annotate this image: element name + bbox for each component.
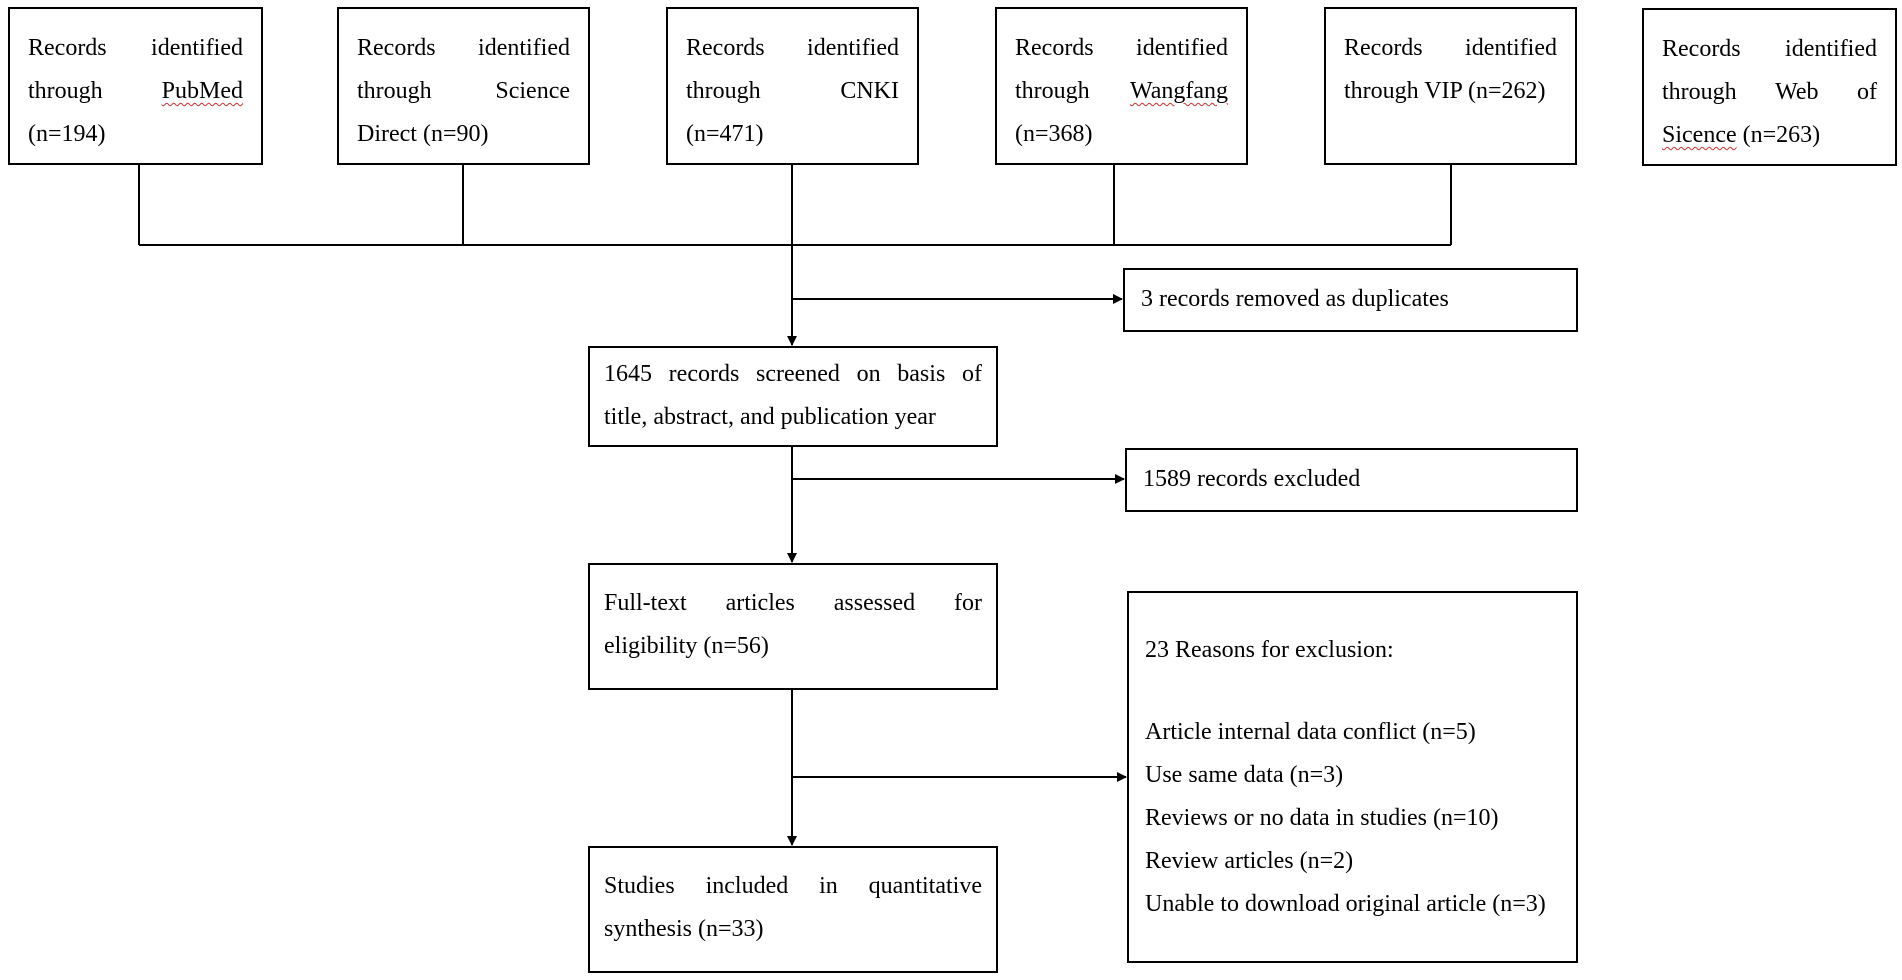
source-text: through [1015, 78, 1090, 104]
excluded-box: 1589 records excluded [1125, 448, 1578, 512]
fulltext-text: eligibility (n=56) [604, 633, 769, 659]
fulltext-box: Full-text articles assessed for eligibil… [588, 563, 998, 690]
screened-text: on [856, 361, 881, 387]
screened-text: basis [897, 361, 946, 387]
reason-item: Unable to download original article (n=3… [1145, 891, 1546, 917]
source-text: Records [1344, 35, 1423, 61]
source-text: identified [807, 35, 899, 61]
reason-item: Reviews or no data in studies (n=10) [1145, 805, 1499, 831]
screened-text: 1645 [604, 361, 652, 387]
fulltext-text: assessed [833, 590, 916, 616]
reason-item: Use same data (n=3) [1145, 762, 1344, 788]
source-text: Records [1015, 35, 1094, 61]
source-text: through [686, 78, 761, 104]
source-text: identified [1785, 36, 1877, 62]
screened-text: of [961, 361, 982, 387]
reason-item: Article internal data conflict (n=5) [1145, 719, 1476, 745]
source-text: Records [686, 35, 765, 61]
source-text: (n=368) [1015, 121, 1093, 147]
screened-text: title, abstract, and publication year [604, 404, 936, 430]
source-text: identified [151, 35, 243, 61]
included-text: synthesis (n=33) [604, 916, 764, 942]
included-text: Studies [604, 873, 675, 899]
source-text: through [1662, 79, 1737, 105]
source-text: through [28, 78, 103, 104]
source-text: Wangfang [1129, 78, 1228, 104]
screened-text: screened [755, 361, 840, 387]
source-text: through VIP (n=262) [1344, 78, 1546, 104]
reasons-box: 23 Reasons for exclusion: Article intern… [1127, 591, 1578, 963]
source-text: (n=194) [28, 121, 106, 147]
source-box-cnki: Records identified through CNKI (n=471) [666, 7, 919, 165]
screened-box: 1645 records screened on basis of title,… [588, 346, 998, 447]
source-text: (n=471) [686, 121, 764, 147]
source-box-pubmed: Records identified through PubMed (n=194) [8, 7, 263, 165]
source-text: Records [28, 35, 107, 61]
reasons-title: 23 Reasons for exclusion: [1145, 637, 1394, 663]
fulltext-text: for [954, 590, 982, 616]
included-text: in [819, 873, 838, 899]
source-text: Web [1775, 79, 1819, 105]
screened-text: records [668, 361, 740, 387]
duplicates-text: 3 records removed as duplicates [1141, 286, 1449, 312]
source-text: Records [1662, 36, 1741, 62]
source-text: identified [478, 35, 570, 61]
excluded-text: 1589 records excluded [1143, 466, 1361, 492]
fulltext-text: articles [725, 590, 795, 616]
source-text: PubMed [161, 78, 243, 104]
fulltext-text: Full-text [604, 590, 687, 616]
source-box-vip: Records identified through VIP (n=262) [1324, 7, 1577, 165]
included-text: included [705, 873, 789, 899]
source-text: identified [1465, 35, 1557, 61]
source-text: CNKI [840, 78, 899, 104]
source-text: Records [357, 35, 436, 61]
reason-item: Review articles (n=2) [1145, 848, 1354, 874]
source-text: through [357, 78, 432, 104]
source-box-wangfang: Records identified through Wangfang (n=368… [995, 7, 1248, 165]
source-text: Sicence [1662, 122, 1737, 148]
included-text: quantitative [868, 873, 982, 899]
included-box: Studies included in quantitative synthes… [588, 846, 998, 973]
source-text: Science [495, 78, 570, 104]
source-text: identified [1136, 35, 1228, 61]
source-text: Direct (n=90) [357, 121, 489, 147]
source-box-science-direct: Records identified through Science Direct … [337, 7, 590, 165]
duplicates-box: 3 records removed as duplicates [1123, 268, 1578, 332]
source-text: of [1857, 79, 1877, 105]
